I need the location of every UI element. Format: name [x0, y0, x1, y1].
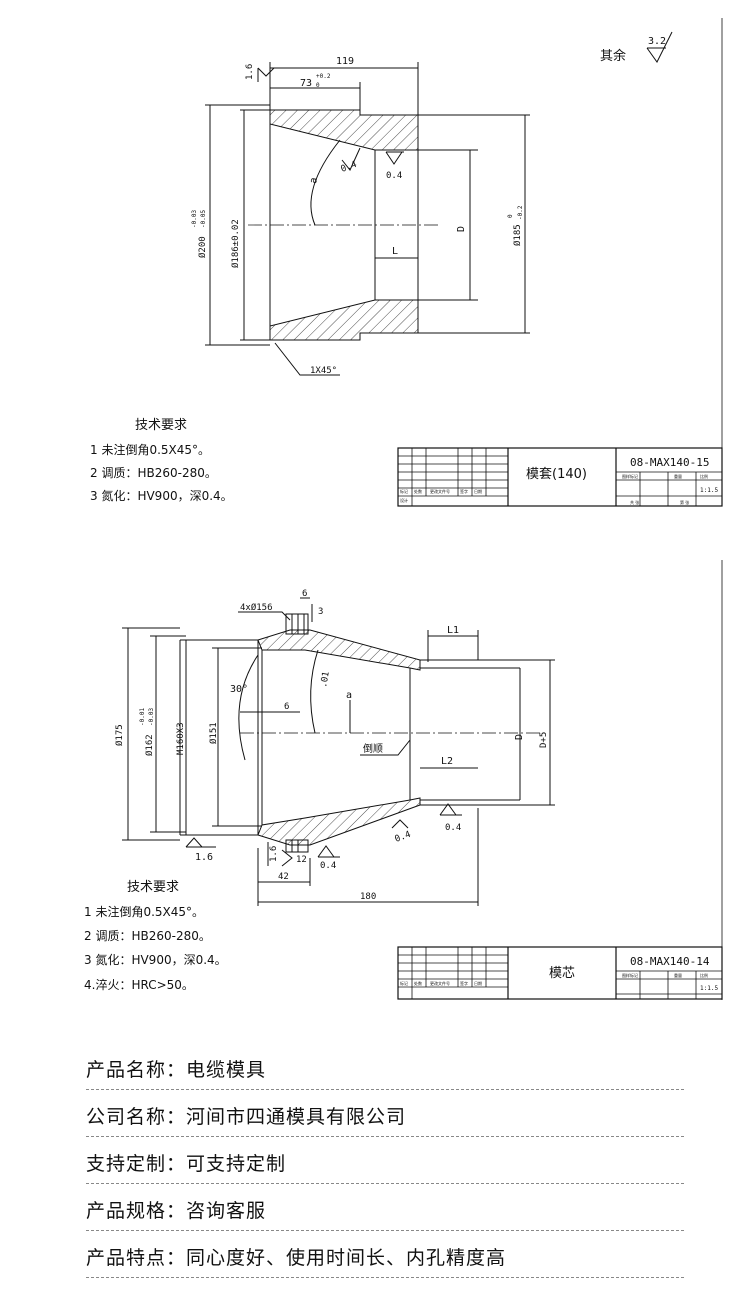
tech-item-2-3: 3 氮化：HV900，深0.4。 [84, 952, 227, 967]
info-features: 产品特点：同心度好、使用时间长、内孔精度高 [86, 1239, 684, 1278]
tb1-pattern-mark: 图样标记 [622, 473, 638, 479]
dim-73: 73 [300, 78, 312, 89]
dim-162-tol-lower: -0.03 [148, 708, 155, 726]
info-company-name: 公司名称：河间市四通模具有限公司 [86, 1098, 684, 1137]
tech-title-1: 技术要求 [135, 418, 187, 433]
dim-L2: L2 [441, 756, 453, 767]
roughness-0-4-c: 0.4 [320, 861, 336, 871]
roughness-0-4-e: 0.4 [445, 823, 461, 833]
tech-item-1-3: 3 氮化：HV900，深0.4。 [90, 488, 233, 503]
tb1-count: 处数 [414, 488, 422, 494]
dim-119: 119 [336, 56, 354, 67]
technical-drawings: 其余 3.2 119 73 +0.2 0 1.6 D [84, 18, 723, 1000]
drawing-no-2: 08-MAX140-14 [630, 955, 710, 968]
scale-1: 1:1.5 [700, 487, 718, 494]
tb1-change-no: 更改文件号 [430, 488, 450, 494]
roughness-other-label: 其余 [600, 48, 626, 64]
tb2-pattern-mark: 图样标记 [622, 972, 638, 978]
tb1-design: 设计 [400, 497, 408, 503]
dim-a: a [308, 177, 320, 185]
chamfer-1x45: 1X45° [310, 366, 337, 376]
roughness-other-value: 3.2 [648, 36, 666, 47]
tech-item-1-2: 2 调质：HB260-280。 [90, 466, 217, 480]
roughness-1-6: 1.6 [245, 64, 255, 80]
roughness-1-6-bottom: 1.6 [195, 852, 213, 863]
dim-12: 12 [296, 855, 307, 865]
dim-151: Ø151 [208, 722, 219, 744]
dim-200-tol-upper: -0.03 [191, 210, 198, 228]
dim-6-top: 6 [302, 589, 307, 599]
dim-30deg: 30° [230, 684, 248, 695]
dim-180: 180 [360, 892, 376, 902]
tb1-date: 日期 [474, 488, 482, 494]
roughness-0-4-a: 0.4 [340, 160, 359, 175]
tech-title-2: 技术要求 [127, 880, 179, 895]
dim-185: Ø185 [512, 224, 523, 246]
dim-10deg: .01 [319, 671, 332, 689]
roughness-0-4-d: 0.4 [394, 830, 413, 845]
dim-73-tol-lower: 0 [316, 82, 320, 89]
tech-item-2-4: 4.淬火：HRC>50。 [84, 977, 194, 992]
tb1-total-sheets: 共 张 [630, 499, 639, 505]
dim-73-tol-upper: +0.2 [316, 73, 331, 80]
drawing-no-1: 08-MAX140-15 [630, 456, 709, 469]
dim-162: Ø162 [144, 734, 155, 756]
dim-a-2: a [346, 690, 352, 701]
tb2-date: 日期 [474, 980, 482, 986]
tb2-weight: 重量 [674, 972, 682, 978]
tb2-mark: 标记 [400, 980, 408, 986]
dim-4x156: 4xØ156 [240, 602, 273, 613]
dim-200-tol-lower: -0.05 [200, 210, 207, 228]
tb1-scale-label: 比例 [700, 473, 708, 479]
dim-D-plus-5: D+5 [539, 732, 549, 748]
tb2-sign: 签字 [460, 980, 468, 986]
roughness-1-6-vertical: 1.6 [269, 846, 279, 862]
roughness-0-4-b: 0.4 [386, 171, 402, 181]
dim-200: Ø200 [197, 236, 208, 258]
dim-185-tol-lower: -0.2 [517, 205, 524, 220]
tb1-sign: 签字 [460, 488, 468, 494]
dim-M160: M160X3 [176, 722, 186, 755]
dim-3: 3 [318, 607, 323, 617]
tb2-count: 处数 [414, 980, 422, 986]
dim-6-mid: 6 [284, 702, 289, 712]
dim-D: D [456, 226, 467, 232]
title-block-2 [397, 946, 723, 1000]
chamfer-label: 倒顺 [363, 743, 383, 755]
tb1-sheet-no: 第 张 [680, 499, 689, 505]
dim-D-2: D [514, 734, 525, 740]
info-product-name: 产品名称：电缆模具 [86, 1051, 684, 1090]
drawing-mold-sleeve: 其余 3.2 119 73 +0.2 0 1.6 D [191, 18, 723, 505]
title-name-1: 模套(140) [526, 466, 587, 482]
title-block-1 [397, 447, 723, 507]
tb1-weight: 重量 [674, 473, 682, 479]
info-customization: 支持定制：可支持定制 [86, 1145, 684, 1184]
dim-L: L [392, 246, 398, 257]
dim-162-tol-upper: -0.01 [139, 708, 146, 726]
drawing-mold-core: 4xØ156 6 3 L1 30° .01 a 6 Ø175 Ø162 -0.0… [114, 560, 723, 1000]
dim-175: Ø175 [114, 724, 125, 746]
tech-item-2-2: 2 调质：HB260-280。 [84, 929, 211, 943]
title-name-2: 模芯 [549, 966, 575, 981]
tb2-change-no: 更改文件号 [430, 980, 450, 986]
dim-L1: L1 [447, 625, 459, 636]
tech-item-2-1: 1 未注倒角0.5X45°。 [84, 904, 204, 919]
dim-186: Ø186±0.02 [230, 219, 241, 268]
tech-item-1-1: 1 未注倒角0.5X45°。 [90, 442, 210, 457]
scale-2: 1:1.5 [700, 985, 718, 992]
dim-185-tol-upper: 0 [507, 214, 514, 218]
tb2-scale-label: 比例 [700, 972, 708, 978]
info-specification: 产品规格：咨询客服 [86, 1192, 684, 1231]
tb1-mark: 标记 [400, 488, 408, 494]
dim-42: 42 [278, 872, 289, 882]
